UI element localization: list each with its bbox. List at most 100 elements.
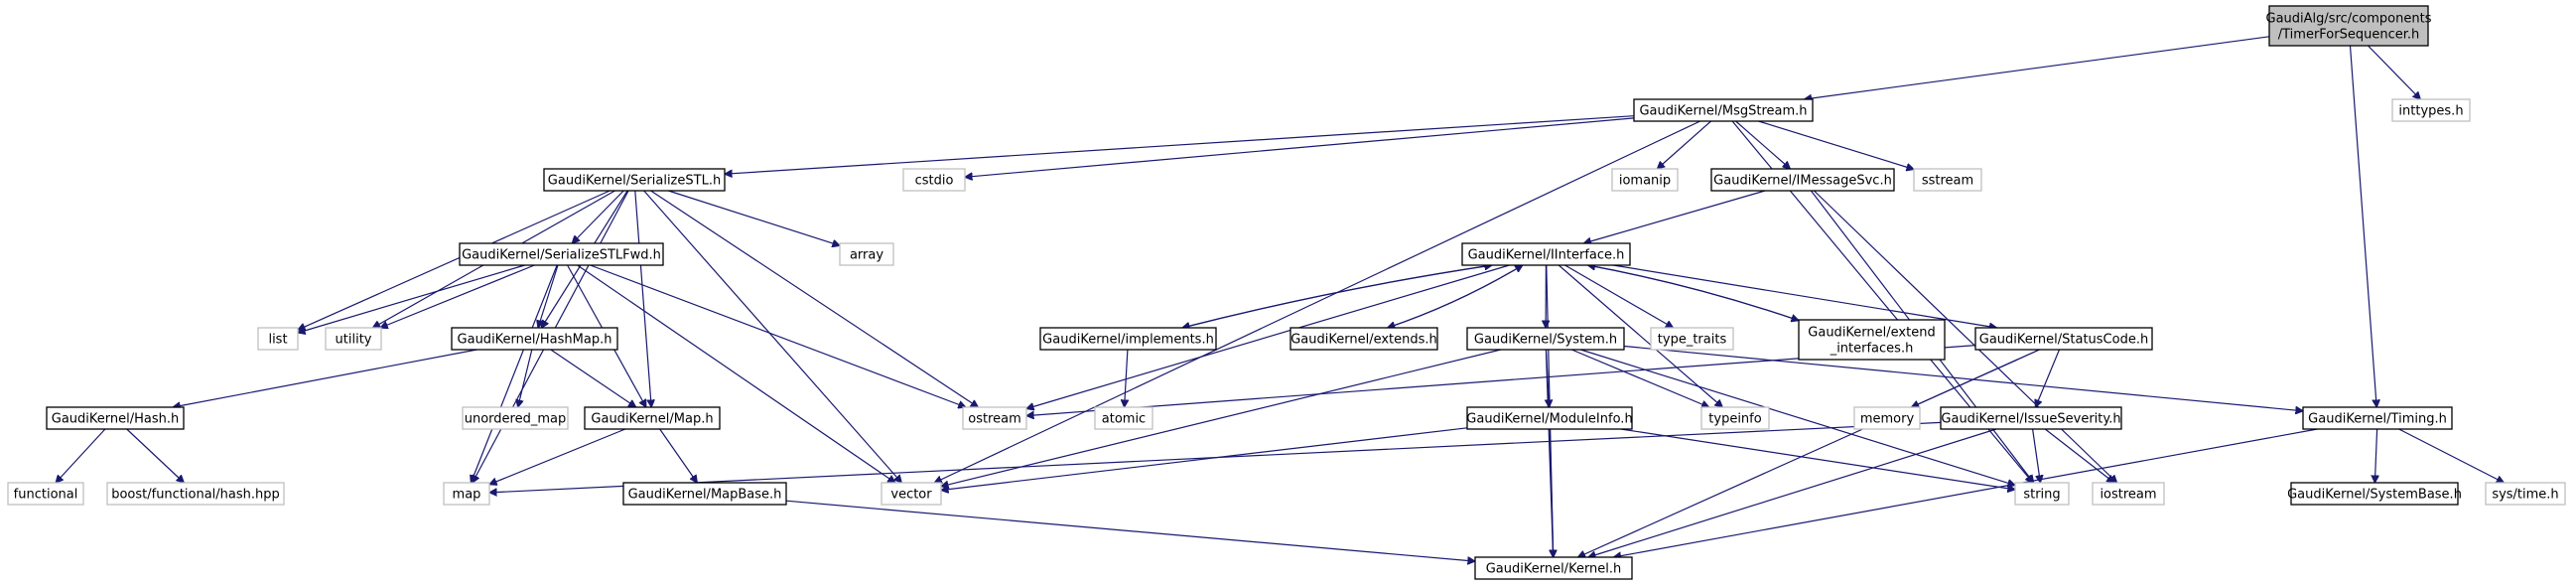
node-mapheader[interactable]: GaudiKernel/Map.h [584,406,721,430]
node-label-sstream: sstream [1922,174,1973,189]
node-box-serializestl [543,168,726,192]
node-label-hashmap: GaudiKernel/HashMap.h [458,333,612,348]
node-box-issueseverity [1940,406,2122,430]
node-root[interactable]: GaudiAlg/src/components/TimerForSequence… [2266,5,2432,47]
node-serializestl[interactable]: GaudiKernel/SerializeSTL.h [543,168,726,192]
node-systembase[interactable]: GaudiKernel/SystemBase.h [2287,482,2462,506]
edge-imessagesvc-to-iinterface [1583,190,1766,243]
edge-serializestl-to-mapheader [634,190,651,407]
node-hashmap[interactable]: GaudiKernel/HashMap.h [451,327,618,351]
node-label-implements: GaudiKernel/implements.h [1042,333,1214,348]
edge-hashmap-to-hash [173,349,477,407]
node-label-serializestlfwd: GaudiKernel/SerializeSTLFwd.h [462,248,661,263]
node-box-typeinfo [1700,406,1770,430]
edge-root-to-msgstream [1805,36,2270,99]
node-extends[interactable]: GaudiKernel/extends.h [1289,327,1438,351]
edge-moduleinfo-to-string [1620,428,2015,490]
edge-serializestl-to-array [668,190,840,245]
node-label-timing: GaudiKernel/Timing.h [2308,412,2447,427]
edge-issueseverity-to-kernel [1588,428,1997,557]
node-box-systembase [2290,482,2459,506]
node-sstream: sstream [1913,168,1982,192]
node-label-statuscode: GaudiKernel/StatusCode.h [1979,333,2148,348]
node-implements[interactable]: GaudiKernel/implements.h [1039,327,1217,351]
node-list: list [257,327,299,351]
node-timing[interactable]: GaudiKernel/Timing.h [2302,406,2453,430]
node-msgstream[interactable]: GaudiKernel/MsgStream.h [1633,98,1814,122]
edge-msgstream-to-sstream [1758,120,1915,170]
edge-timing-to-systembase [2374,428,2376,483]
node-box-sstream [1913,168,1982,192]
node-label-iomanip: iomanip [1619,174,1671,189]
edge-serializestlfwd-to-vector [577,264,895,483]
node-label-mapbase: GaudiKernel/MapBase.h [628,488,782,503]
node-label-extends: GaudiKernel/extends.h [1290,333,1437,348]
node-label-boosthash: boost/functional/hash.hpp [111,488,280,503]
node-statuscode[interactable]: GaudiKernel/StatusCode.h [1974,327,2153,351]
edge-msgstream-to-vector [934,120,1700,483]
node-box-list [257,327,299,351]
node-label-serializestl: GaudiKernel/SerializeSTL.h [548,174,721,189]
node-label-moduleinfo: GaudiKernel/ModuleInfo.h [1466,412,1632,427]
node-label-unorderedmap: unordered_map [465,412,567,427]
node-serializestlfwd[interactable]: GaudiKernel/SerializeSTLFwd.h [459,242,664,266]
node-label-extendinterfaces: _interfaces.h [1830,342,1914,357]
edge-statuscode-to-issueseverity [2036,349,2061,407]
node-kernel[interactable]: GaudiKernel/Kernel.h [1474,556,1633,580]
node-label-hash: GaudiKernel/Hash.h [52,412,180,427]
node-label-map: map [453,488,481,503]
node-cstdio: cstdio [902,168,966,192]
node-unorderedmap: unordered_map [462,406,569,430]
node-label-iinterface: GaudiKernel/IInterface.h [1468,248,1625,263]
node-box-iostream [2092,482,2165,506]
node-box-msgstream [1633,98,1814,122]
node-mapbase[interactable]: GaudiKernel/MapBase.h [622,482,787,506]
edge-extends-to-iinterface [1387,265,1523,329]
node-label-utility: utility [336,333,372,348]
node-issueseverity[interactable]: GaudiKernel/IssueSeverity.h [1940,406,2122,430]
node-array: array [839,242,894,266]
node-moduleinfo[interactable]: GaudiKernel/ModuleInfo.h [1466,406,1633,430]
node-box-iomanip [1611,168,1679,192]
node-box-inttypes [2391,98,2471,122]
node-label-functional: functional [14,488,78,503]
edge-root-to-timing [2349,45,2377,407]
node-typeinfo: typeinfo [1700,406,1770,430]
edge-hashmap-to-mapheader [550,349,636,407]
node-label-mapheader: GaudiKernel/Map.h [591,412,713,427]
node-box-utility [325,327,382,351]
edge-statuscode-to-kernel [1578,349,2040,557]
node-imessagesvc[interactable]: GaudiKernel/IMessageSvc.h [1710,168,1895,192]
node-box-extendinterfaces [1798,319,1946,361]
node-iinterface[interactable]: GaudiKernel/IInterface.h [1461,242,1631,266]
node-vector: vector [881,482,942,506]
edge-serializestl-to-serializestlfwd [572,190,624,243]
node-system[interactable]: GaudiKernel/System.h [1466,327,1625,351]
node-label-msgstream: GaudiKernel/MsgStream.h [1639,104,1807,119]
node-hash[interactable]: GaudiKernel/Hash.h [46,406,185,430]
node-label-system: GaudiKernel/System.h [1474,333,1617,348]
node-box-system [1466,327,1625,351]
edge-iinterface-to-extendinterfaces [1587,264,1800,321]
node-label-kernel: GaudiKernel/Kernel.h [1486,562,1622,577]
edge-issueseverity-to-iostream [2044,428,2114,483]
node-box-typetraits [1650,327,1734,351]
edge-extendinterfaces-to-iinterface [1588,265,1800,322]
edge-mapheader-to-map [489,428,626,485]
node-atomic: atomic [1094,406,1153,430]
edge-serializestlfwd-to-hashmap [538,264,559,328]
node-map: map [443,482,490,506]
node-label-systime: sys/time.h [2492,488,2558,503]
node-box-timing [2302,406,2453,430]
node-extendinterfaces[interactable]: GaudiKernel/extend_interfaces.h [1798,319,1946,361]
node-box-unorderedmap [462,406,569,430]
edge-serializestl-to-list [298,190,610,330]
node-label-iostream: iostream [2100,488,2156,503]
node-box-moduleinfo [1466,406,1633,430]
edge-iinterface-to-statuscode [1612,264,1997,328]
edge-hash-to-functional [56,428,106,483]
edge-iinterface-to-typetraits [1564,264,1674,328]
node-box-map [443,482,490,506]
node-box-string [2014,482,2070,506]
node-box-cstdio [902,168,966,192]
